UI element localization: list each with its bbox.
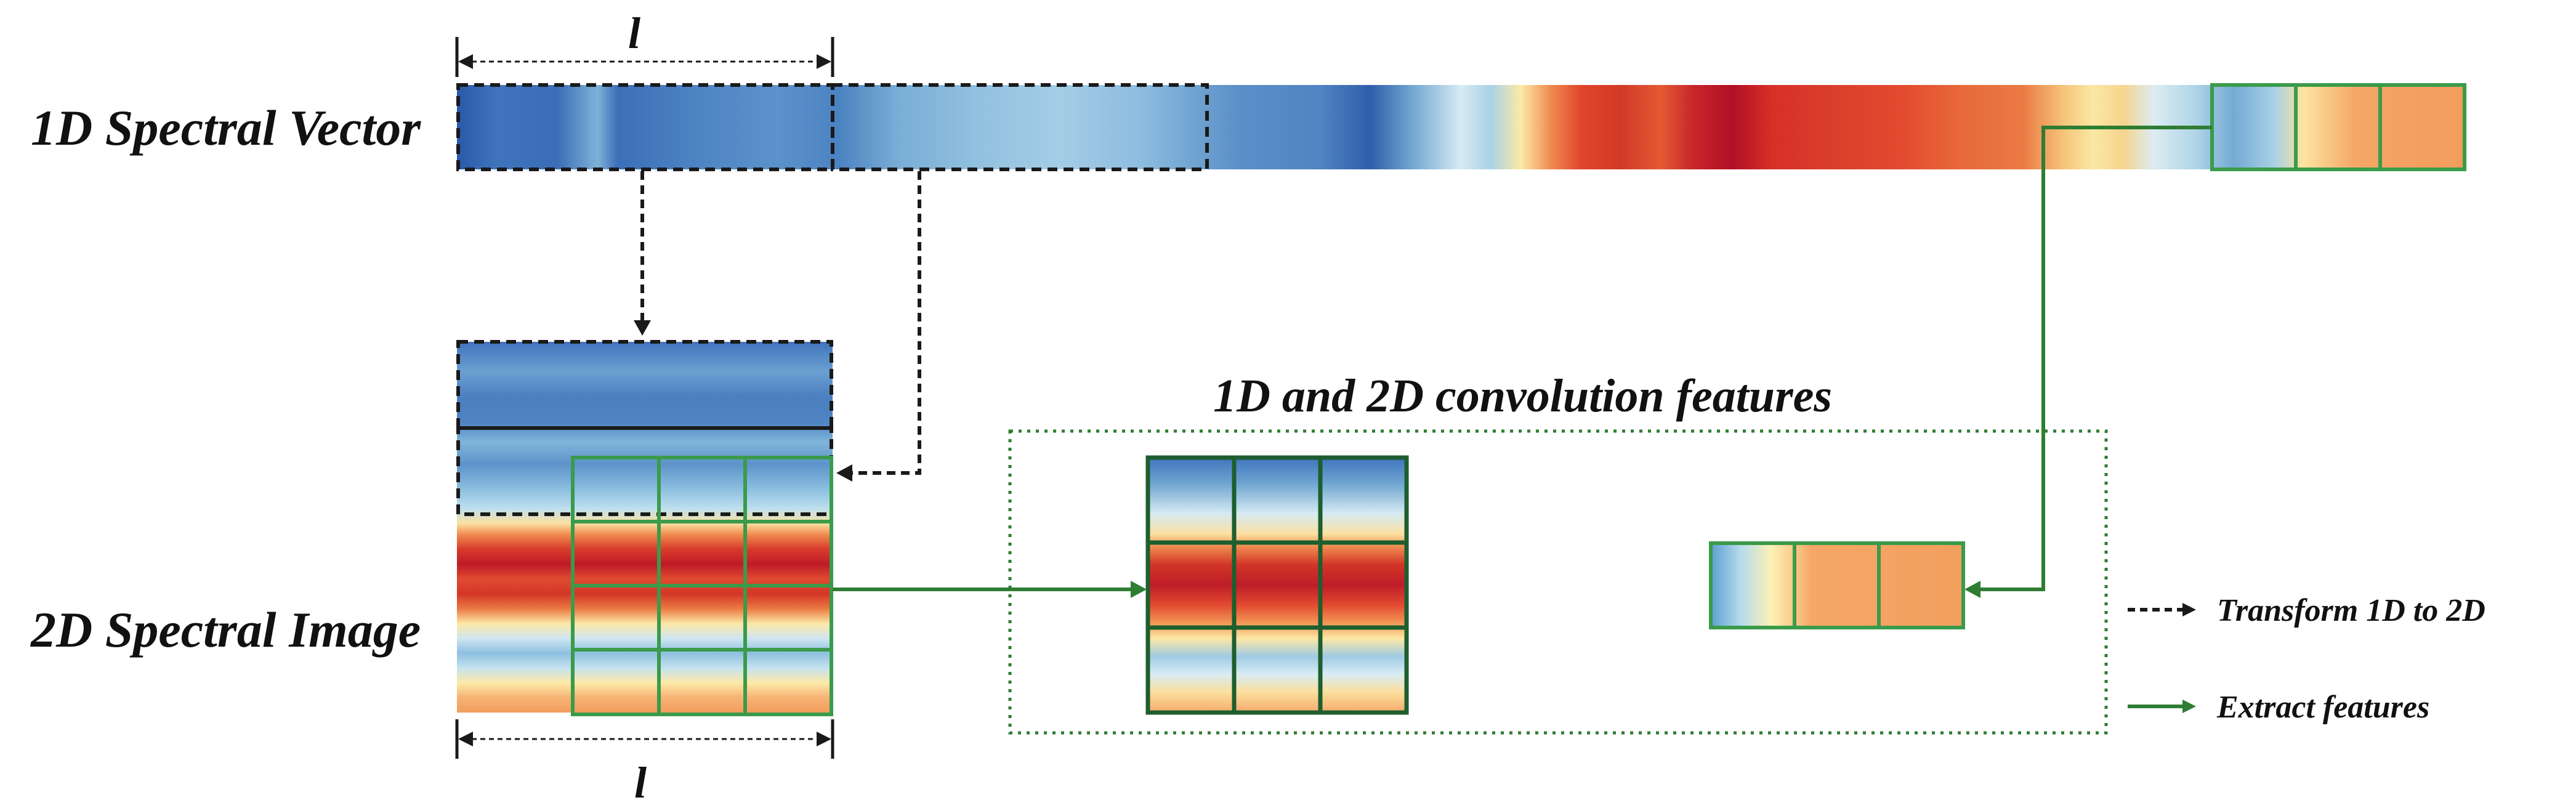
legend-extract-label: Extract features: [2216, 690, 2429, 725]
transform-arrow-1: [634, 171, 651, 336]
length-label-bottom: l: [634, 758, 647, 807]
extract-arrow-1d: [1964, 126, 2212, 598]
image-kernel-grid: [571, 456, 833, 716]
top-length-indicator: l: [455, 9, 834, 77]
feature-2d-grid: [1145, 455, 1409, 715]
conv-features-title: 1D and 2D convolution features: [1213, 370, 1832, 422]
legend-transform-label: Transform 1D to 2D: [2217, 593, 2485, 628]
spectral-image: [457, 342, 833, 713]
extract-arrow-2d: [833, 581, 1147, 598]
transform-arrow-2: [836, 171, 921, 482]
legend-transform: Transform 1D to 2D: [2128, 593, 2485, 628]
feature-1d-segment: [1709, 541, 1965, 629]
vector-label: 1D Spectral Vector: [31, 100, 421, 156]
length-label-top: l: [628, 9, 640, 58]
vector-segment-1: [456, 83, 834, 171]
legend: Transform 1D to 2D Extract features: [2128, 593, 2485, 725]
bottom-length-indicator: l: [455, 719, 834, 807]
vector-segment-2: [831, 83, 1209, 171]
image-label: 2D Spectral Image: [30, 602, 421, 658]
legend-extract: Extract features: [2128, 690, 2429, 725]
